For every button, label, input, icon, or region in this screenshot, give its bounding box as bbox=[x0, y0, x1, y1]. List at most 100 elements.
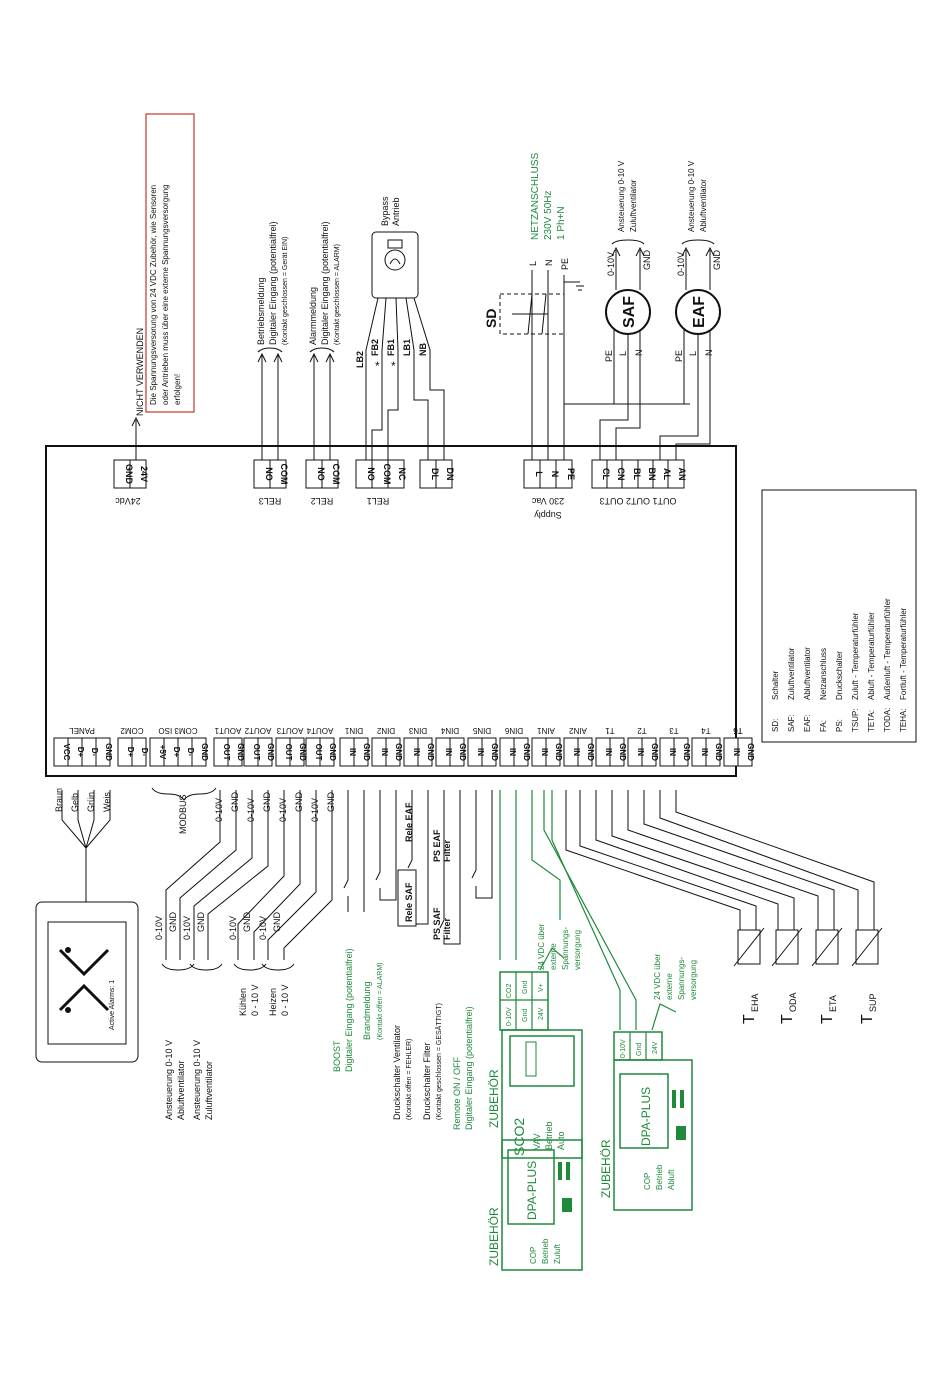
terminal-label: GND bbox=[104, 743, 113, 761]
terminal-label: IN bbox=[572, 748, 581, 756]
svg-text:GND: GND bbox=[242, 912, 252, 933]
aout-wiring: 0-10V GND 0-10V GND 0-10V GND 0-10V GND … bbox=[154, 790, 336, 1120]
legend-value: Abluftventilator bbox=[803, 647, 812, 700]
legend-value: Zuluft - Temperaturfühler bbox=[851, 612, 860, 700]
terminal-header: T2 bbox=[637, 726, 647, 735]
svg-text:GND: GND bbox=[262, 792, 272, 813]
terminal-label: GND bbox=[490, 743, 499, 761]
svg-text:Druckschalter Ventilator: Druckschalter Ventilator bbox=[392, 1025, 402, 1120]
svg-text:Betriebsmeldung: Betriebsmeldung bbox=[256, 277, 266, 345]
terminal-label: D+ bbox=[76, 747, 85, 758]
terminal-label: IN bbox=[636, 748, 645, 756]
svg-text:N: N bbox=[544, 260, 554, 267]
svg-text:COM: COM bbox=[331, 464, 341, 485]
svg-text:0-10V: 0-10V bbox=[228, 916, 238, 940]
svg-text:versorgung: versorgung bbox=[573, 930, 582, 970]
sensor-sub: EHA bbox=[750, 993, 760, 1012]
terminal-label: D- bbox=[90, 748, 99, 757]
terminal-label: D- bbox=[186, 748, 195, 757]
warning-note-line: erfolgen! bbox=[173, 374, 182, 405]
svg-text:OUT1 OUT2 OUT3: OUT1 OUT2 OUT3 bbox=[599, 496, 676, 506]
terminal-header: AIN1 bbox=[537, 726, 555, 735]
dpa-plus-zuluft: DPA-PLUS COP Betrieb Zuluft ZUBEHÖR bbox=[487, 1139, 583, 1271]
sensor-sub: ETA bbox=[828, 995, 838, 1012]
svg-text:0-10V: 0-10V bbox=[606, 252, 616, 276]
svg-text:NO: NO bbox=[316, 467, 326, 481]
terminal-label: GND bbox=[328, 743, 337, 761]
legend-key: TODA: bbox=[883, 708, 892, 732]
svg-text:GND: GND bbox=[168, 912, 178, 933]
terminal-label: GND bbox=[682, 743, 691, 761]
svg-text:Remote ON / OFF: Remote ON / OFF bbox=[452, 1056, 462, 1130]
svg-text:Betrieb: Betrieb bbox=[655, 1164, 664, 1190]
svg-text:Zuluftventilator: Zuluftventilator bbox=[204, 1061, 214, 1120]
terminal-header: DIN1 bbox=[344, 726, 363, 735]
terminal-label: GND bbox=[554, 743, 563, 761]
svg-text:FB2: FB2 bbox=[370, 339, 380, 356]
terminal-label: GND bbox=[586, 743, 595, 761]
terminal-out: CL CN BL BN AL AN OUT1 OUT2 OUT3 bbox=[591, 459, 687, 506]
svg-text:N: N bbox=[634, 350, 644, 357]
terminal-header: T3 bbox=[669, 726, 679, 735]
svg-text:COP: COP bbox=[529, 1247, 538, 1264]
terminal-header: COM2 bbox=[120, 726, 144, 735]
svg-text:PS EAF: PS EAF bbox=[432, 829, 442, 862]
svg-text:L: L bbox=[618, 351, 628, 356]
terminal-label: IN bbox=[732, 748, 741, 756]
terminal-label: GND bbox=[124, 464, 134, 485]
svg-text:Digitaler Eingang (potentialfr: Digitaler Eingang (potentialfrei) bbox=[464, 1006, 474, 1130]
svg-text:Gnd: Gnd bbox=[522, 981, 529, 994]
terminal-header: DIN6 bbox=[504, 726, 523, 735]
legend-key: FA: bbox=[819, 720, 828, 732]
svg-text:(Kontakt geschlossen = Gerät E: (Kontakt geschlossen = Gerät EIN) bbox=[282, 237, 289, 345]
terminal-label: IN bbox=[380, 748, 389, 756]
terminal-label: VCC bbox=[62, 744, 71, 761]
svg-text:GND: GND bbox=[196, 912, 206, 933]
terminal-rel1: NO COM NC REL1 bbox=[355, 459, 407, 506]
legend-value: Außenluft - Temperaturfühler bbox=[883, 598, 892, 700]
terminal-label: IN bbox=[476, 748, 485, 756]
svg-text:BOOST: BOOST bbox=[332, 1040, 342, 1072]
svg-text:Gnd: Gnd bbox=[636, 1043, 643, 1056]
svg-text:Filter: Filter bbox=[442, 917, 452, 940]
svg-text:(Kontakt offen = FEHLER): (Kontakt offen = FEHLER) bbox=[406, 1039, 413, 1120]
rele-saf bbox=[397, 869, 417, 927]
terminal-label: GND bbox=[458, 743, 467, 761]
svg-text:N: N bbox=[704, 350, 714, 357]
svg-text:0-10V: 0-10V bbox=[258, 916, 268, 940]
svg-text:Druckschalter Filter: Druckschalter Filter bbox=[422, 1042, 432, 1120]
svg-text:L: L bbox=[688, 351, 698, 356]
terminal-header: AIN2 bbox=[569, 726, 587, 735]
temp-sensor-wiring bbox=[565, 790, 875, 930]
svg-text:24V: 24V bbox=[652, 1041, 659, 1054]
terminal-header: T6 bbox=[733, 726, 743, 735]
svg-text:Abluft: Abluft bbox=[667, 1169, 676, 1190]
terminal-header: AOUT3 bbox=[276, 726, 303, 735]
controller-board bbox=[45, 445, 737, 777]
svg-text:PE: PE bbox=[674, 350, 684, 362]
sensor-label: T bbox=[741, 1014, 758, 1024]
terminal-label: GND bbox=[714, 743, 723, 761]
svg-text:Spannungs-: Spannungs- bbox=[677, 957, 686, 1000]
terminal-label: GND bbox=[236, 743, 245, 761]
svg-text:*: * bbox=[391, 359, 396, 373]
svg-text:GND: GND bbox=[642, 250, 652, 271]
svg-text:COM: COM bbox=[382, 464, 392, 485]
svg-text:0-10V: 0-10V bbox=[676, 252, 686, 276]
svg-text:REL3: REL3 bbox=[259, 496, 282, 506]
svg-text:Kühlen: Kühlen bbox=[238, 988, 248, 1016]
legend-key: SD: bbox=[771, 719, 780, 732]
svg-text:FB1: FB1 bbox=[386, 339, 396, 356]
svg-text:230 Vac: 230 Vac bbox=[531, 496, 564, 506]
svg-text:GND: GND bbox=[294, 792, 304, 813]
sco2-accessory: 0-10V CO2 Gnd Gnd 24V V+ SCO2 VAV Betrie… bbox=[487, 971, 583, 1159]
svg-text:SCO2: SCO2 bbox=[511, 1118, 527, 1156]
terminal-header: AOUT4 bbox=[306, 726, 333, 735]
warning-note-line: Die Spannungsversorung von 24 VDC Zubehö… bbox=[149, 185, 158, 405]
svg-text:COP: COP bbox=[643, 1173, 652, 1190]
svg-text:SD: SD bbox=[483, 309, 499, 328]
svg-text:Gelb: Gelb bbox=[70, 793, 80, 812]
svg-text:MODBUS: MODBUS bbox=[178, 794, 188, 834]
legend-box bbox=[761, 489, 917, 743]
terminal-dl-dn: DL DN bbox=[419, 459, 455, 489]
